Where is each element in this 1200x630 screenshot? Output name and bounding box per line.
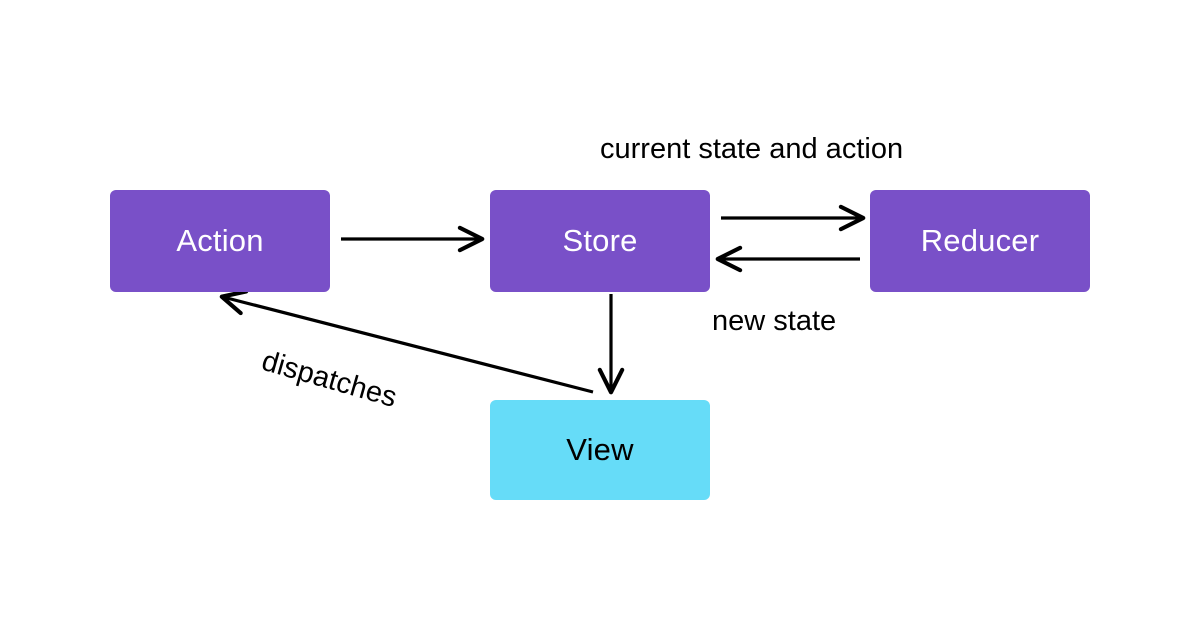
- node-reducer-label: Reducer: [920, 223, 1040, 258]
- edge-label-current-state-and-action: current state and action: [600, 133, 904, 165]
- node-action[interactable]: Action: [110, 190, 330, 292]
- node-view[interactable]: View: [490, 400, 710, 500]
- node-view-label: View: [566, 432, 634, 467]
- node-store[interactable]: Store: [490, 190, 710, 292]
- edge-label-new-state: new state: [712, 305, 837, 337]
- node-store-label: Store: [562, 223, 638, 258]
- node-action-label: Action: [176, 223, 264, 258]
- arrow-view-to-action: [219, 289, 594, 394]
- node-reducer[interactable]: Reducer: [870, 190, 1090, 292]
